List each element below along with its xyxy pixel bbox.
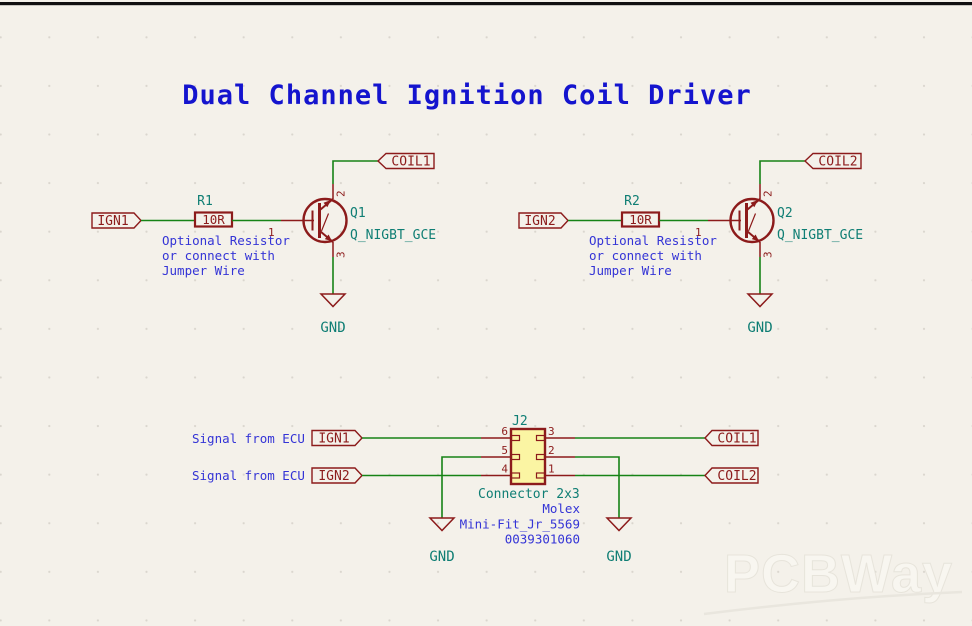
note-optional-resistor: Optional Resistor or connect with Jumper… [162, 233, 290, 278]
gnd-symbol-left [428, 517, 456, 532]
igbt-collector-arrow [323, 200, 331, 208]
pin-number-1: 1 [548, 463, 555, 476]
resistor-ref: R1 [197, 194, 213, 209]
igbt-symbol [302, 197, 348, 244]
pin-number-4: 4 [501, 463, 508, 476]
pin2-notch [535, 453, 546, 461]
gnd-symbol-right [605, 517, 633, 532]
pin-number-collector: 2 [335, 190, 348, 197]
ecu-note-2: Signal from ECU [192, 468, 305, 483]
pin-number-6: 6 [501, 425, 508, 438]
igbt-body-circle [302, 197, 348, 244]
global-label-coil2: COIL2 [818, 155, 857, 170]
global-label-ign1: IGN1 [97, 214, 128, 229]
note-line-3: Jumper Wire [589, 263, 672, 278]
igbt-symbol [729, 197, 775, 244]
global-label-ign1: IGN1 [318, 432, 349, 447]
pcbway-watermark: PCBWay [703, 544, 963, 616]
wire-collector-to-coil [759, 160, 805, 184]
global-label-ign2: IGN2 [318, 469, 349, 484]
pin4-notch [510, 472, 521, 479]
gnd-symbol [319, 293, 347, 308]
pin-number-emitter: 3 [335, 251, 348, 258]
global-label-coil2: COIL2 [717, 469, 756, 484]
gnd-label: GND [747, 320, 772, 336]
pin-number-5: 5 [501, 444, 508, 457]
resistor-symbol [193, 211, 234, 228]
pin-number-2: 2 [548, 444, 555, 457]
wire-collector-to-coil [332, 160, 378, 184]
watermark-text: PCBWay [724, 544, 953, 604]
connector-field-mpn: 0039301060 [505, 532, 580, 547]
global-label-ign2-shape [311, 467, 363, 484]
global-label-coil2-shape [803, 152, 862, 170]
global-label-coil1-shape [376, 152, 435, 170]
note-line-2: or connect with [162, 248, 275, 263]
note-line-1: Optional Resistor [162, 233, 290, 248]
igbt-emitter-arrow [324, 234, 332, 242]
page-title: Dual Channel Ignition Coil Driver [182, 80, 751, 111]
global-label-ign1-shape [91, 212, 142, 229]
global-label-coil1-shape [704, 429, 759, 447]
transistor-value: Q_NIGBT_GCE [350, 228, 436, 243]
watermark-swoosh [703, 590, 963, 616]
connector-value: Connector 2x3 [478, 487, 580, 502]
gnd-label-right: GND [606, 549, 631, 565]
note-line-3: Jumper Wire [162, 263, 245, 278]
global-label-coil2-shape [704, 467, 759, 484]
connector-field-manufacturer: Molex [542, 501, 580, 516]
wire-pin2-to-gnd [575, 456, 620, 518]
global-label-coil1: COIL1 [391, 155, 430, 170]
pin-number-gate: 1 [268, 226, 275, 239]
global-label-ign1-shape [311, 429, 363, 447]
global-label-ign2: IGN2 [524, 214, 555, 229]
window-top-border [0, 2, 972, 6]
pin5-notch [510, 453, 521, 461]
igbt-emitter-arrow [751, 234, 759, 242]
connector-field-series: Mini-Fit_Jr_5569 [460, 517, 580, 532]
transistor-ref: Q1 [350, 206, 366, 221]
ecu-note-1: Signal from ECU [192, 431, 305, 446]
gnd-label-left: GND [429, 549, 454, 565]
igbt-collector-arrow [750, 200, 758, 208]
note-line-1: Optional Resistor [589, 233, 717, 248]
resistor-value: 10R [202, 212, 225, 227]
gnd-symbol [746, 293, 774, 308]
channel-2: IGN2 R2 10R 1 Q2 Q_NIGBT_GCE 2 COIL2 3 G… [518, 152, 863, 336]
global-label-ign2-shape [518, 212, 569, 229]
pin3-notch [535, 434, 546, 442]
resistor-value: 10R [629, 212, 652, 227]
pin-number-emitter: 3 [762, 251, 775, 258]
pin-number-3: 3 [548, 425, 555, 438]
igbt-slash [320, 213, 330, 232]
channel-1: IGN1 R1 10R 1 Q1 Q_NIGBT_GCE 2 COIL1 3 [91, 152, 436, 336]
igbt-body-circle [729, 197, 775, 244]
connector-section: Signal from ECU IGN1 Signal from ECU IGN… [192, 414, 759, 565]
connector-body [509, 427, 547, 486]
global-label-coil1: COIL1 [717, 432, 756, 447]
pin-number-gate: 1 [695, 226, 702, 239]
transistor-ref: Q2 [777, 206, 793, 221]
resistor-symbol [620, 211, 661, 228]
note-optional-resistor: Optional Resistor or connect with Jumper… [589, 233, 717, 278]
igbt-slash [747, 213, 757, 232]
pin-number-collector: 2 [762, 190, 775, 197]
pin1-notch [535, 472, 546, 479]
pin6-notch [510, 434, 521, 442]
gnd-label: GND [320, 320, 345, 336]
wire-pin5-to-gnd [441, 456, 481, 518]
connector-ref: J2 [512, 414, 528, 429]
resistor-ref: R2 [624, 194, 640, 209]
transistor-value: Q_NIGBT_GCE [777, 228, 863, 243]
note-line-2: or connect with [589, 248, 702, 263]
